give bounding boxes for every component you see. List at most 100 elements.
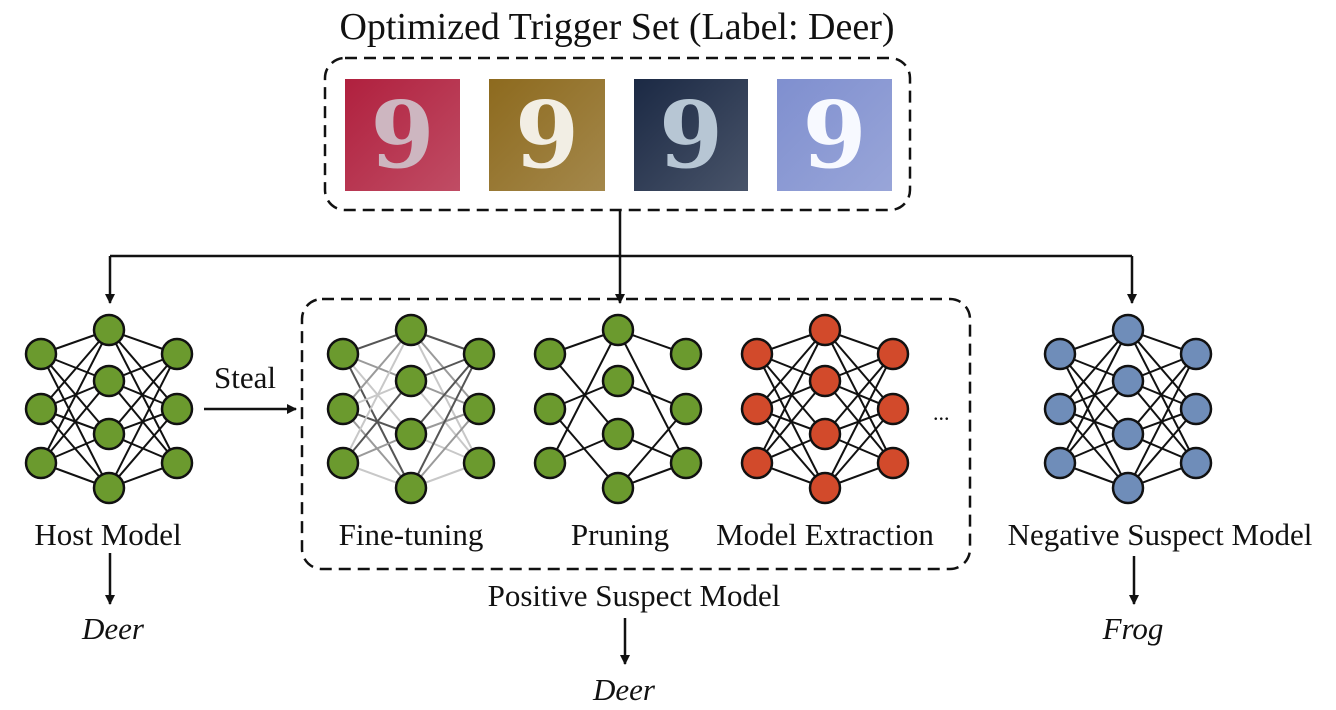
network-node [601,364,635,398]
network-node [533,337,567,371]
network-edge [549,329,619,464]
network-node [740,446,774,480]
network-node [533,446,567,480]
negative-output: Frog [1102,611,1164,646]
network-edge [342,329,412,464]
network-edge [108,353,178,489]
network-edge [108,408,178,489]
network-edge [410,329,480,410]
network-edge [410,329,480,464]
network-node [394,417,428,451]
trigger-image-1: 9 [345,79,460,191]
trigger-set-title: Optimized Trigger Set (Label: Deer) [339,6,895,48]
positive-output: Deer [593,672,655,707]
host-output: Deer [82,611,144,646]
network-edge [410,408,480,489]
network-node [326,392,360,426]
network-edge [824,329,894,410]
network-node [462,337,496,371]
network-edge [1127,353,1197,489]
network-node [1111,417,1145,451]
network-edge [108,329,178,464]
network-node [24,446,58,480]
network-edge [756,329,826,410]
network-node [394,364,428,398]
trigger-set-box [323,56,912,212]
network-node [1111,313,1145,347]
network-node [92,417,126,451]
network-edge [1127,329,1197,410]
network-node [1179,337,1213,371]
network-node [394,313,428,347]
network-edge [824,353,894,489]
network-edge [410,353,480,489]
network-edge [1127,408,1197,489]
network-edge [410,353,480,435]
network-edge [342,329,412,410]
network-node [1179,392,1213,426]
network-node [160,446,194,480]
finetune-label: Fine-tuning [338,517,484,552]
more-models-ellipsis: ... [933,400,950,425]
network-node [601,417,635,451]
network-node [669,392,703,426]
network-node [326,446,360,480]
trigger-glyph: 9 [370,81,435,189]
network-node [1111,471,1145,505]
network-node [160,392,194,426]
network-node [601,471,635,505]
pruning-label: Pruning [570,517,670,552]
network-node [1179,446,1213,480]
network-node [1043,392,1077,426]
network-edge [1127,353,1197,435]
network-node [92,364,126,398]
network-edge [342,380,412,464]
trigger-glyph: 9 [514,81,579,189]
network-node [160,337,194,371]
network-node [808,417,842,451]
positive-suspect-box [300,297,972,571]
network-node [740,337,774,371]
network-edge [1127,329,1197,464]
network-edge [1059,329,1129,464]
network-edge [40,329,110,464]
trigger-image-3: 9 [634,79,748,191]
trigger-image-2: 9 [489,79,605,191]
network-node [462,392,496,426]
network-node [533,392,567,426]
network-edge [617,408,687,489]
positive-suspect-label: Positive Suspect Model [487,578,781,613]
host-model-label: Host Model [34,517,182,552]
network-node [92,313,126,347]
network-edge [1059,380,1129,464]
trigger-glyph: 9 [802,81,867,189]
network-node [1111,364,1145,398]
network-edge [756,329,826,464]
network-edge [824,408,894,489]
network-node [669,446,703,480]
network-edge [824,329,894,464]
network-edge [824,353,894,435]
network-node [24,337,58,371]
network-edge [756,380,826,464]
network-edge [108,353,178,435]
trigger-image-4: 9 [777,79,892,191]
trigger-glyph: 9 [658,81,723,189]
network-node [876,446,910,480]
network-node [669,337,703,371]
steal-label: Steal [214,360,276,395]
network-node [326,337,360,371]
network-edge [108,329,178,410]
network-node [92,471,126,505]
network-node [601,313,635,347]
network-node [394,471,428,505]
network-node [808,313,842,347]
network-node [876,337,910,371]
network-node [740,392,774,426]
network-node [1043,446,1077,480]
network-edge [617,329,687,464]
network-node [24,392,58,426]
network-node [1043,337,1077,371]
